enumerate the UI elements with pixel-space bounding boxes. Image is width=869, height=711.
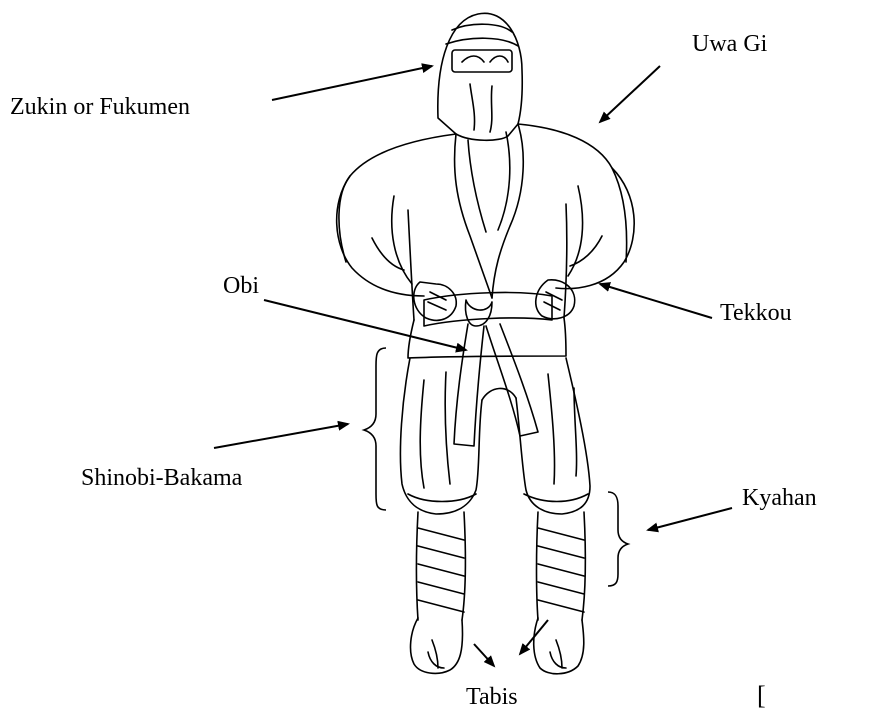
belt-knot xyxy=(464,299,493,327)
uwa-gi-label: Uwa Gi xyxy=(692,31,768,57)
left-foot-toe xyxy=(427,639,445,669)
kyahan-arrow xyxy=(646,507,733,533)
tabis-arrow-right xyxy=(518,619,549,656)
left-foot xyxy=(409,617,464,675)
right-foot-toe xyxy=(549,639,567,669)
corner-bracket-mark: [ xyxy=(757,681,766,710)
left-shin xyxy=(415,511,467,621)
tekkou-label: Tekkou xyxy=(720,300,792,326)
right-sleeve-inner xyxy=(567,185,603,277)
tabis-label: Tabis xyxy=(466,684,518,710)
belt xyxy=(423,291,553,327)
shinobi-bakama-brace xyxy=(361,347,387,511)
crotch xyxy=(481,387,517,401)
mask-folds xyxy=(469,83,493,133)
pant-folds xyxy=(419,371,578,489)
knee-ties xyxy=(407,493,589,503)
left-hand-fingers xyxy=(427,291,447,311)
shoulders xyxy=(338,123,628,263)
jacket-sides xyxy=(407,203,568,321)
belt-tail-right xyxy=(485,323,539,437)
belt-tail-left xyxy=(453,323,485,447)
obi-label: Obi xyxy=(223,273,259,299)
shinobi-bakama-label: Shinobi-Bakama xyxy=(81,465,243,491)
kyahan-label: Kyahan xyxy=(742,485,817,511)
right-foot xyxy=(532,617,585,675)
hood-outline xyxy=(437,12,524,142)
left-shin-wraps xyxy=(417,527,465,613)
left-hand xyxy=(413,281,458,322)
uwa-gi-arrow xyxy=(598,65,661,124)
eye-slit xyxy=(451,49,513,73)
tekkou-arrow xyxy=(598,282,713,319)
left-pant-leg xyxy=(399,357,483,515)
right-shin xyxy=(535,511,587,621)
right-pant-leg xyxy=(515,357,591,515)
right-lapel xyxy=(491,123,524,299)
left-lapel xyxy=(453,133,493,299)
pointer-arrows xyxy=(213,63,733,668)
lapel-inner xyxy=(467,131,511,233)
eyes xyxy=(461,55,509,63)
left-sleeve-inner xyxy=(371,195,413,285)
obi-arrow xyxy=(263,299,468,353)
zukin-arrow xyxy=(271,63,434,101)
hood-folds xyxy=(445,23,519,47)
shinobi-bakama-arrow xyxy=(213,420,350,449)
right-sleeve xyxy=(555,167,635,290)
tabis-arrow-left xyxy=(473,643,496,668)
zukin-label: Zukin or Fukumen xyxy=(10,94,190,120)
jacket-hem xyxy=(407,317,567,359)
right-shin-wraps xyxy=(537,527,585,613)
kyahan-brace xyxy=(607,491,631,587)
ninja-figure xyxy=(335,12,635,675)
right-hand xyxy=(535,279,576,320)
left-sleeve xyxy=(335,175,425,297)
